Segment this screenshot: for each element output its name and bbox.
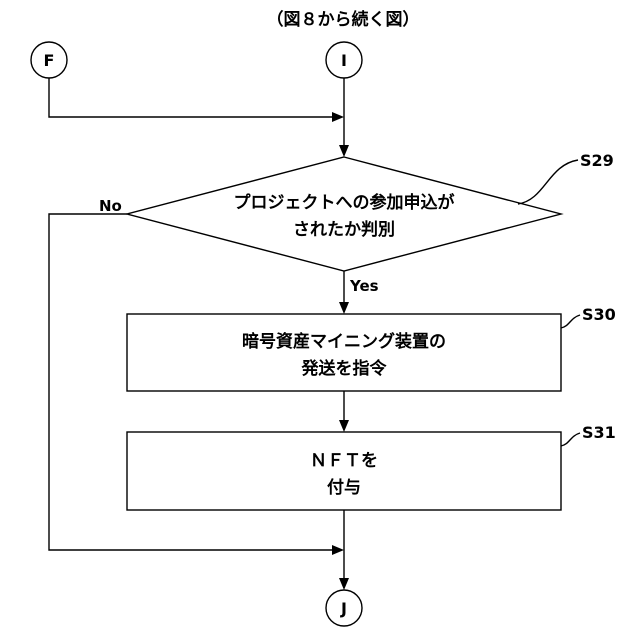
decision-line-2: されたか判別 xyxy=(293,220,395,240)
arrow-f-merge xyxy=(332,112,344,122)
step-s31-label: S31 xyxy=(582,423,616,442)
decision-s29: プロジェクトへの参加申込が されたか判別 xyxy=(127,157,561,271)
connector-i-label: I xyxy=(341,51,347,70)
process-s30: 暗号資産マイニング装置の 発送を指令 xyxy=(127,314,561,391)
process-s31: ＮＦＴを 付与 xyxy=(127,432,561,510)
decision-line-1: プロジェクトへの参加申込が xyxy=(234,192,455,213)
step-s29-label: S29 xyxy=(580,151,614,170)
process-s30-line-1: 暗号資産マイニング装置の xyxy=(242,331,446,352)
connector-i: I xyxy=(326,42,362,78)
decision-diamond xyxy=(127,157,561,271)
connector-j-label: J xyxy=(340,599,347,618)
arrow-to-j xyxy=(339,578,349,590)
process-s31-line-2: 付与 xyxy=(327,477,361,498)
process-s30-box xyxy=(127,314,561,391)
flow-line-f xyxy=(49,78,334,117)
arrow-to-s30 xyxy=(339,302,349,314)
yes-branch-label: Yes xyxy=(349,277,379,295)
figure-caption: （図８から続く図） xyxy=(267,9,420,30)
arrow-no-merge xyxy=(332,545,344,555)
step-s31-leader xyxy=(561,433,580,446)
no-branch-label: No xyxy=(99,197,122,215)
process-s31-box xyxy=(127,432,561,510)
process-s31-line-1: ＮＦＴを xyxy=(310,451,378,471)
connector-f-label: F xyxy=(44,51,55,70)
connector-j: J xyxy=(326,590,362,626)
step-s30-label: S30 xyxy=(582,305,616,324)
connector-f: F xyxy=(31,42,67,78)
arrow-to-s31 xyxy=(339,420,349,432)
process-s30-line-2: 発送を指令 xyxy=(301,358,388,379)
step-s30-leader xyxy=(561,315,580,328)
step-s29-leader xyxy=(518,160,578,204)
arrow-to-decision xyxy=(339,145,349,157)
